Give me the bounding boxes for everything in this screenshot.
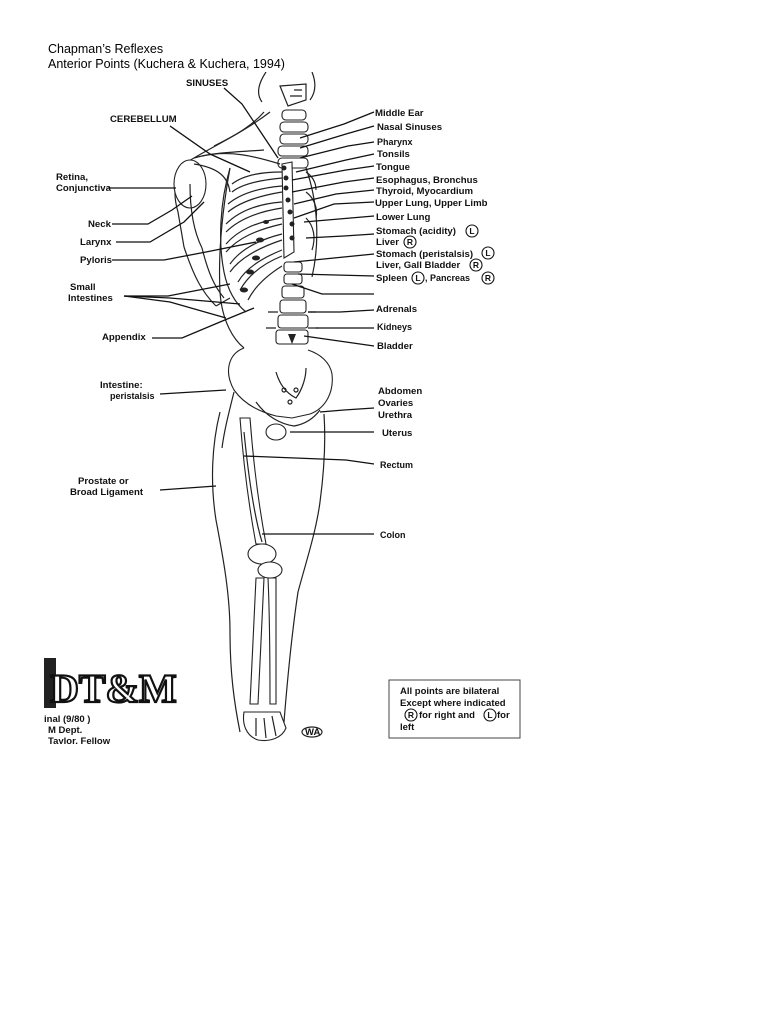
label-thyroid: Thyroid, Myocardium xyxy=(376,186,473,197)
right-side-marker xyxy=(404,708,418,722)
stamp-line-2: M Dept. xyxy=(48,725,82,736)
label-small: Small xyxy=(70,282,96,293)
right-labels: Middle Ear Nasal Sinuses Pharynx Tonsils… xyxy=(375,108,495,540)
label-colon: Colon xyxy=(380,530,406,540)
label-intestine: Intestine: xyxy=(100,380,143,391)
logo-emblem xyxy=(44,658,56,708)
ribcage xyxy=(225,161,318,301)
document-header: Chapman’s Reflexes Anterior Points (Kuch… xyxy=(48,42,285,72)
label-nasal-sinuses: Nasal Sinuses xyxy=(377,122,442,133)
label-larynx: Larynx xyxy=(80,237,112,248)
left-side-marker-text: L xyxy=(487,710,492,720)
label-pancreas: , Pancreas xyxy=(425,273,470,283)
stamp-line-1: inal (9/80 ) xyxy=(44,714,90,725)
document-title: Chapman’s Reflexes xyxy=(48,42,164,56)
label-liver-gall-bladder: Liver, Gall Bladder xyxy=(376,260,461,271)
left-side-marker xyxy=(483,708,497,722)
signature-mark xyxy=(301,726,323,738)
left-labels: SINUSES CEREBELLUM Retina, Conjunctiva N… xyxy=(56,78,229,498)
note-line-4: left xyxy=(400,722,415,733)
right-side-marker xyxy=(403,235,417,249)
label-sinuses: SINUSES xyxy=(186,78,229,89)
note-line-1: All points are bilateral xyxy=(400,686,499,697)
label-retina: Retina, xyxy=(56,172,88,183)
signature-text: WA xyxy=(305,727,320,738)
note-line-2: Except where indicated xyxy=(400,698,506,709)
label-kidneys: Kidneys xyxy=(377,322,412,332)
left-side-marker-text: L xyxy=(485,248,490,258)
left-side-marker-text: L xyxy=(469,226,474,236)
label-middle-ear: Middle Ear xyxy=(375,108,424,119)
left-side-marker xyxy=(481,246,495,260)
label-broad-ligament: Broad Ligament xyxy=(70,487,144,498)
stamp-line-3: Taylor, Fellow xyxy=(48,736,111,744)
chapman-reflex-diagram: WA SIN xyxy=(44,72,524,744)
label-pharynx: Pharynx xyxy=(377,137,413,147)
label-urethra: Urethra xyxy=(378,410,413,421)
right-side-marker xyxy=(469,258,483,272)
label-lower-lung: Lower Lung xyxy=(376,212,430,223)
left-side-marker xyxy=(411,271,425,285)
label-rectum: Rectum xyxy=(380,460,413,470)
note-line-3b: for xyxy=(497,710,510,721)
label-prostate: Prostate or xyxy=(78,476,129,487)
label-tonsils: Tonsils xyxy=(377,149,410,160)
skeleton-illustration: WA xyxy=(173,72,333,742)
label-conjunctiva: Conjunctiva xyxy=(56,183,112,194)
label-tongue: Tongue xyxy=(376,162,410,173)
label-intestines: Intestines xyxy=(68,293,113,304)
label-peristalsis: peristalsis xyxy=(110,391,155,401)
leader-lines xyxy=(108,87,375,535)
logo: DT&M xyxy=(50,666,177,711)
pelvis xyxy=(228,347,333,441)
label-pylorus: Pyloris xyxy=(80,255,112,266)
label-neck: Neck xyxy=(88,219,112,230)
label-uterus: Uterus xyxy=(382,428,412,439)
cervical-spine xyxy=(277,109,309,169)
label-esophagus: Esophagus, Bronchus xyxy=(376,175,478,186)
lower-leg xyxy=(242,577,287,742)
right-side-marker-text: R xyxy=(407,237,413,247)
right-side-marker-text: R xyxy=(485,273,491,283)
label-cerebellum: CEREBELLUM xyxy=(110,114,177,125)
right-side-marker xyxy=(481,271,495,285)
left-side-marker-text: L xyxy=(415,273,420,283)
lumbar-spine xyxy=(266,261,318,345)
reflex-point-markers xyxy=(240,165,295,293)
label-bladder: Bladder xyxy=(377,341,413,352)
label-adrenals: Adrenals xyxy=(376,304,417,315)
right-side-marker-text: R xyxy=(408,710,414,720)
label-ovaries: Ovaries xyxy=(378,398,413,409)
label-stomach-acidity: Stomach (acidity) xyxy=(376,226,456,237)
label-upper-lung: Upper Lung, Upper Limb xyxy=(375,198,488,209)
institution-stamp: DT&M inal (9/80 ) M Dept. Taylor, Fellow xyxy=(44,658,178,744)
left-side-marker xyxy=(465,224,479,238)
femur xyxy=(221,391,283,579)
label-liver: Liver xyxy=(376,237,399,248)
document-subtitle: Anterior Points (Kuchera & Kuchera, 1994… xyxy=(48,57,285,71)
note-line-3a: for right and xyxy=(419,710,475,721)
label-stomach-peristalsis: Stomach (peristalsis) xyxy=(376,249,473,260)
label-abdomen: Abdomen xyxy=(378,386,422,397)
bilateral-note: All points are bilateral Except where in… xyxy=(388,679,521,739)
label-spleen: Spleen xyxy=(376,273,408,284)
right-side-marker-text: R xyxy=(473,260,479,270)
label-appendix: Appendix xyxy=(102,332,146,343)
